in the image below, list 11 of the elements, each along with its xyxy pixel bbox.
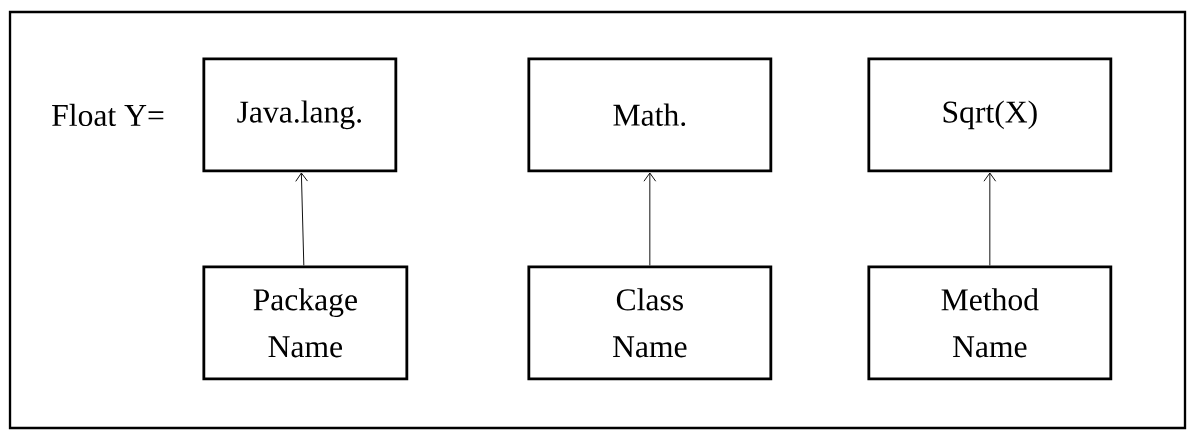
text-box: Package Name [202,265,409,381]
text-box: Java.lang. [202,57,398,173]
frame-box [8,10,1187,430]
arrow [295,172,308,266]
text-box: Class Name [527,265,773,381]
code-text: Float Y= [52,103,164,127]
arrow [983,172,997,266]
text-box: Method Name [867,265,1113,381]
text-box: Math. [527,57,773,173]
arrow [643,172,657,266]
text-box: Sqrt(X) [867,57,1113,173]
